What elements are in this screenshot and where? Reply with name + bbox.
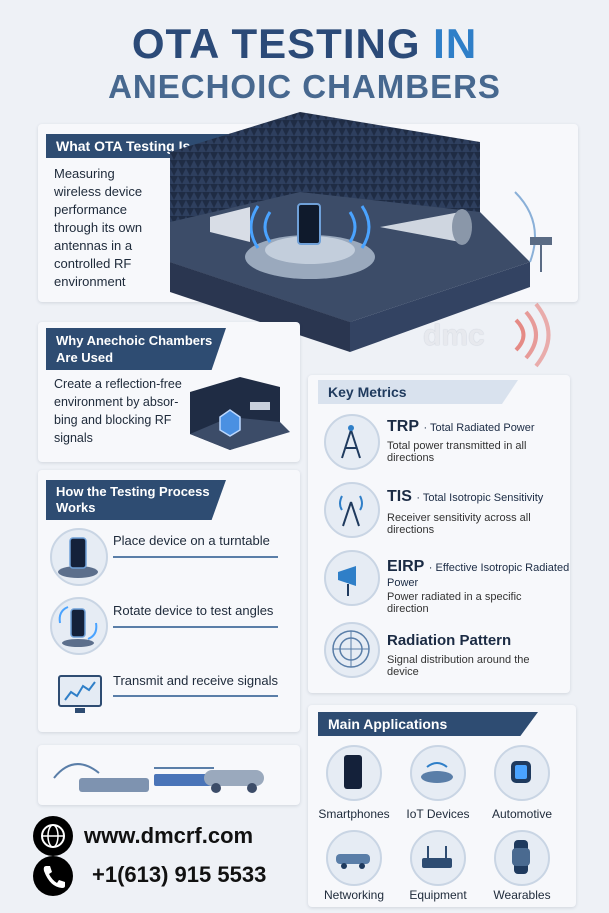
wearables-icon [494,830,550,886]
iot-device-icon [410,745,466,801]
device-under-test [297,203,321,245]
process-step-1: Place device on a turntable [113,533,270,548]
external-antenna [530,237,552,245]
phone-link[interactable]: +1(613) 915 5533 [92,862,267,887]
metric-tis-desc: Receiver sensitivity across all directio… [387,512,531,536]
monitor-signal-icon [58,675,102,713]
title-part1: OTA TESTING [131,20,434,67]
horn-antenna [210,207,250,242]
why-heading: Why Anechoic Chambers Are Used [46,328,226,370]
mini-chamber-floor [190,417,290,450]
metric-tis-full: · Total Isotropic Sensitivity [416,492,544,504]
phone-on-turntable-icon [58,537,98,578]
turntable-top [265,236,355,264]
app-label-equipment: Equipment [409,888,467,902]
chamber-base-right [350,262,530,352]
signal-waves-left [249,205,272,249]
chamber-base-left [170,262,350,352]
cone-antenna [380,212,460,242]
phone-icon [33,856,73,896]
tis-icon-circle [324,482,380,538]
mini-chamber-illustration [190,377,290,450]
metric-trp: TRP · Total Radiated Power [387,418,567,436]
process-step-3: Transmit and receive signals [113,673,278,688]
signal-waves-right [348,205,371,249]
app-label-automotive: Automotive [491,807,553,821]
smartphone-glyph-icon [344,755,362,789]
dmc-logo: dmc [423,319,485,352]
mini-antenna [250,402,270,410]
process-heading: How the Testing Process Works [46,480,226,520]
what-body: Measuring wireless device performance th… [54,166,143,289]
smartwatch-glyph-icon [512,840,530,874]
metric-trp-abbr: TRP [387,418,419,435]
why-body: Create a reflection-free environment by … [54,377,182,445]
page-subtitle: ANECHOIC CHAMBERS [108,68,501,105]
anechoic-chamber-illustration [170,112,552,352]
process-arrow-3 [113,695,278,697]
process-arrow-2 [113,626,278,628]
watch-glyph-icon [511,761,531,783]
horn-antenna-icon [338,566,356,596]
metric-pattern-desc: Signal distribution around the device [387,654,530,678]
metric-tis-abbr: TIS [387,488,412,505]
router-glyph-icon [422,846,452,868]
trp-icon-circle [324,414,380,470]
metric-eirp-desc: Power radiated in a specific direction [387,591,522,615]
network-devices-illustration [53,763,264,793]
website-link[interactable]: www.dmcrf.com [84,823,254,848]
process-step-2: Rotate device to test angles [113,603,274,618]
metric-eirp-abbr: EIRP [387,558,425,575]
cone-antenna-base [452,209,472,245]
rotate-device-icon [58,606,98,647]
external-signal-arc [514,191,536,263]
app-label-networking: Networking [323,888,385,902]
broadcast-tower-icon [339,495,363,527]
metric-eirp-full: · Effective Isotropic Radiated Power [387,562,570,589]
app-label-iot: IoT Devices [406,807,470,821]
title-part2: IN [433,20,478,67]
tower-icon [341,425,361,459]
shield-icon [219,409,241,437]
iot-hub-glyph-icon [421,762,453,783]
globe-icon [33,816,73,856]
metric-eirp: EIRP · Effective Isotropic Radiated Powe… [387,558,572,590]
car-glyph-icon [336,854,370,869]
page-title: OTA TESTING IN [0,20,609,68]
radiation-pattern-icon [332,630,370,668]
applications-heading: Main Applications [318,712,538,736]
app-label-smartphones: Smartphones [318,807,390,821]
process-arrow-1 [113,556,278,558]
metrics-heading: Key Metrics [318,380,518,404]
metric-pattern-name: Radiation Pattern [387,632,512,649]
metric-trp-full: · Total Radiated Power [423,422,535,434]
dmc-logo-waves-icon [514,302,551,368]
metric-trp-desc: Total power transmitted in all direction… [387,440,527,464]
metric-tis: TIS · Total Isotropic Sensitivity [387,488,567,506]
app-label-wearables: Wearables [493,888,551,902]
